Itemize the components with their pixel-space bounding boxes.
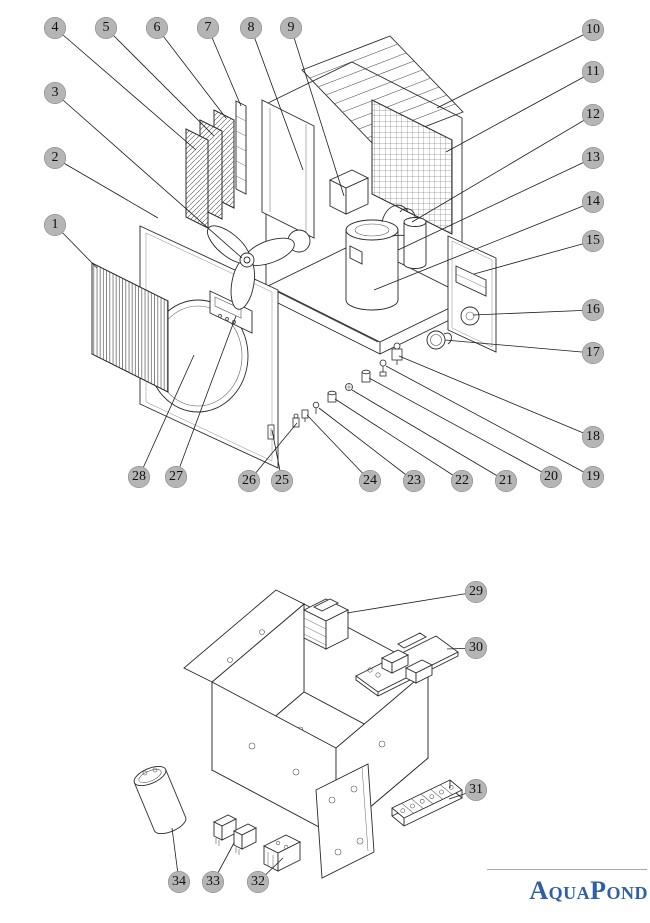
part-capacitor <box>133 765 187 835</box>
part-front-grille <box>91 262 169 393</box>
callout-badge-12: 12 <box>582 104 604 126</box>
part-control-panel <box>447 235 497 353</box>
callout-badge-14: 14 <box>582 191 604 213</box>
part-top-cover <box>301 35 464 147</box>
callout-badge-15: 15 <box>582 230 604 252</box>
leader-line-12 <box>411 114 594 223</box>
leader-line-29 <box>346 591 477 614</box>
callout-badge-29: 29 <box>465 581 487 603</box>
callout-badge-4: 4 <box>44 17 66 39</box>
leader-line-18 <box>398 355 594 438</box>
part-transformer <box>302 598 350 650</box>
leader-line-8 <box>250 27 304 171</box>
callout-badge-19: 19 <box>582 466 604 488</box>
part-accumulator <box>399 208 427 269</box>
callout-badge-24: 24 <box>359 470 381 492</box>
leader-line-21 <box>351 389 507 482</box>
leader-line-23 <box>318 407 415 482</box>
callout-badge-25: 25 <box>271 470 293 492</box>
leader-line-20 <box>368 377 552 478</box>
callout-badge-1: 1 <box>44 214 66 236</box>
callout-badge-20: 20 <box>540 466 562 488</box>
leader-line-15 <box>473 240 594 275</box>
leader-line-5 <box>105 27 215 137</box>
leader-line-10 <box>436 29 594 109</box>
callout-badge-2: 2 <box>44 147 66 169</box>
callout-badge-8: 8 <box>240 17 262 39</box>
callout-badge-26: 26 <box>238 470 260 492</box>
callout-badge-6: 6 <box>146 17 168 39</box>
leader-line-6 <box>156 27 227 119</box>
brand-logo: AquaPond <box>470 876 648 906</box>
part-compressor <box>345 204 424 311</box>
part-terminal-block <box>391 779 463 827</box>
callout-badge-33: 33 <box>202 871 224 893</box>
part-pcb <box>355 632 459 697</box>
part-small-fittings <box>267 342 403 440</box>
leader-line-16 <box>472 309 594 316</box>
leader-line-28 <box>138 354 195 478</box>
part-relays <box>212 814 258 855</box>
callout-badge-17: 17 <box>582 342 604 364</box>
callout-badge-16: 16 <box>582 299 604 321</box>
callout-badge-7: 7 <box>197 17 219 39</box>
leader-line-9 <box>290 27 345 197</box>
callout-badge-23: 23 <box>403 470 425 492</box>
leader-line-2 <box>54 157 159 219</box>
leader-line-17 <box>444 339 594 354</box>
callout-badge-9: 9 <box>280 17 302 39</box>
leader-line-22 <box>334 398 463 482</box>
callout-badge-34: 34 <box>168 871 190 893</box>
part-mounting-bracket <box>315 763 375 879</box>
leader-line-13 <box>397 157 594 251</box>
callout-badge-31: 31 <box>465 779 487 801</box>
part-rear-grille <box>371 99 453 235</box>
leader-line-14 <box>373 201 594 291</box>
callout-badge-32: 32 <box>247 871 269 893</box>
callout-badge-13: 13 <box>582 147 604 169</box>
callout-badge-28: 28 <box>128 466 150 488</box>
part-mounting-strip <box>235 100 247 195</box>
footer-rule <box>487 869 647 870</box>
leader-line-24 <box>306 414 371 482</box>
part-side-panel <box>261 99 315 239</box>
leader-line-26 <box>248 422 298 482</box>
leader-line-19 <box>385 365 594 478</box>
brand-name: AquaPond <box>529 876 648 905</box>
callout-badge-11: 11 <box>582 61 604 83</box>
callout-badge-18: 18 <box>582 426 604 448</box>
callout-badge-30: 30 <box>465 637 487 659</box>
part-fan-blade <box>207 225 295 310</box>
part-display-window <box>455 265 487 297</box>
leader-line-3 <box>54 92 243 259</box>
leader-line-11 <box>445 71 594 153</box>
part-evaporator-coils <box>185 109 235 229</box>
part-contactor <box>262 834 302 872</box>
callout-badge-22: 22 <box>451 470 473 492</box>
callout-badge-10: 10 <box>582 19 604 41</box>
callout-badge-3: 3 <box>44 82 66 104</box>
leader-line-7 <box>207 27 242 107</box>
callout-badge-5: 5 <box>95 17 117 39</box>
callout-badge-27: 27 <box>165 466 187 488</box>
callout-badge-21: 21 <box>495 470 517 492</box>
leader-line-4 <box>54 27 197 151</box>
leader-line-27 <box>175 315 237 478</box>
part-gauge <box>460 306 480 326</box>
